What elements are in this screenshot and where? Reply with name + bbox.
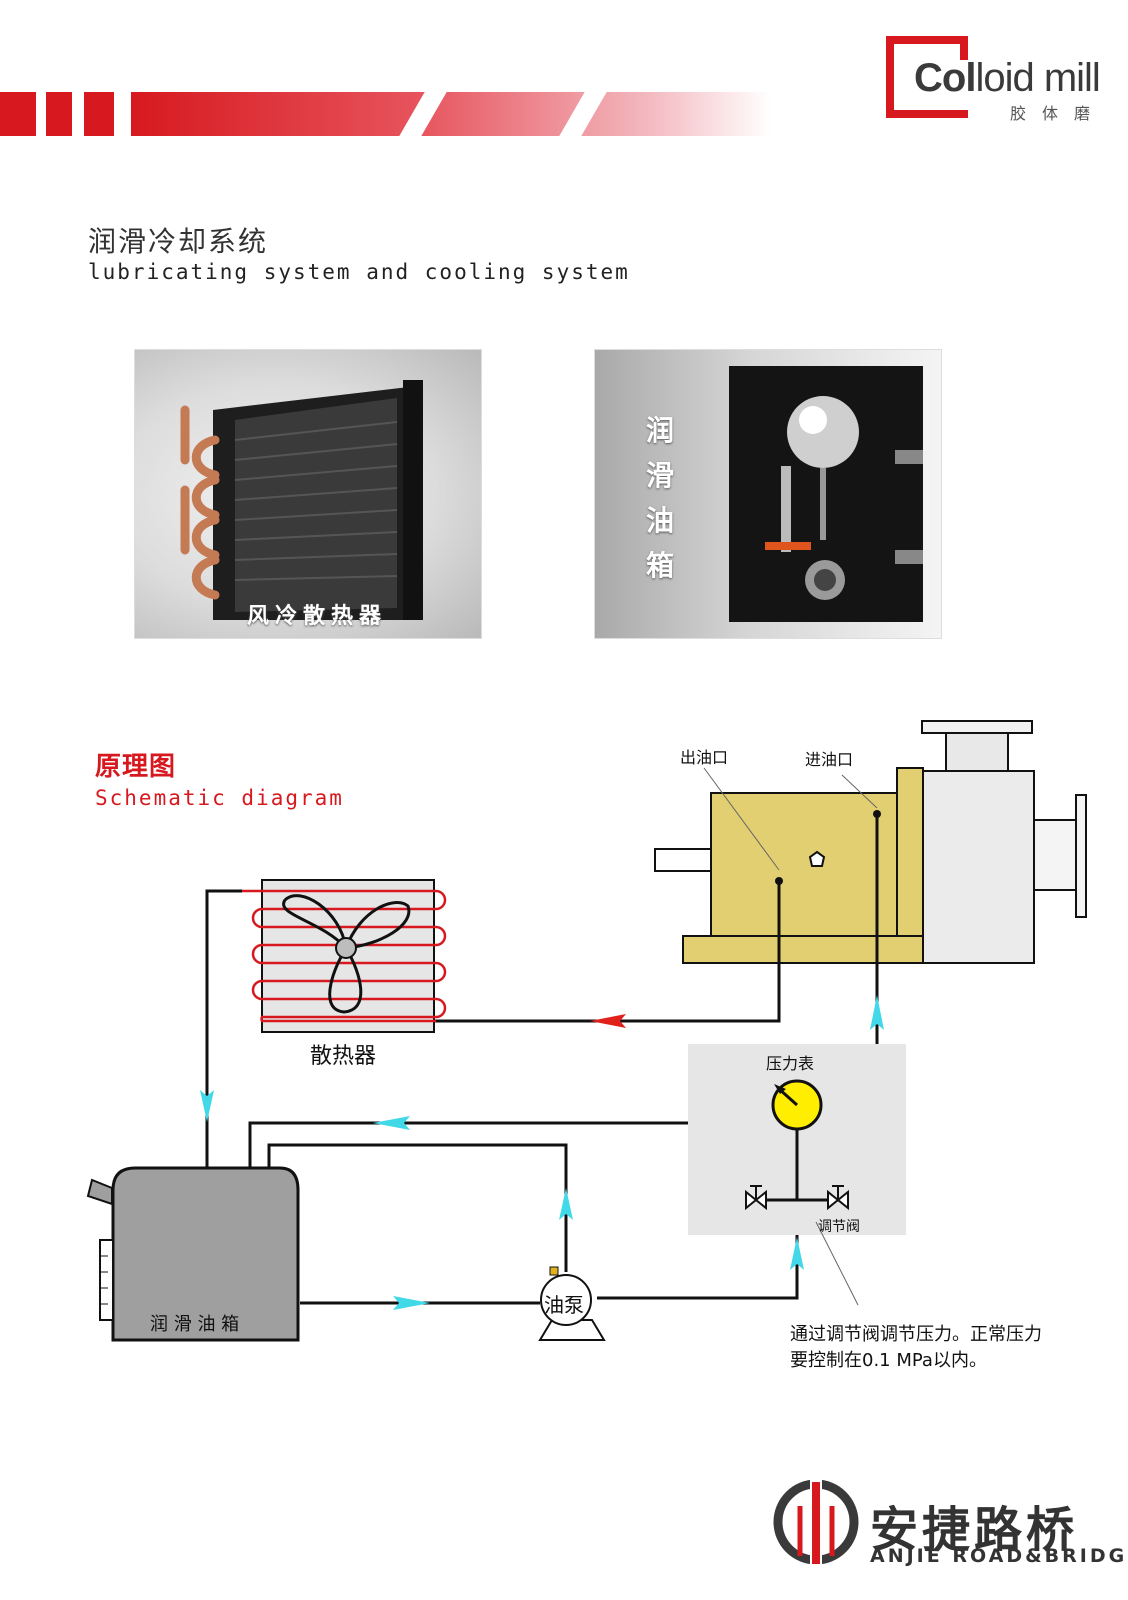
brand-name-en: ANJIE ROAD&BRIDGE — [870, 1545, 1128, 1567]
radiator-label: 散热器 — [310, 1044, 377, 1069]
arrow-cyan — [373, 1116, 410, 1130]
oil-inlet-label: 进油口 — [805, 750, 854, 769]
oil-tank-symbol — [86, 1166, 300, 1342]
oil-tank-photo: 润滑油箱 — [594, 349, 942, 639]
oil-pump-symbol — [538, 1266, 606, 1341]
header-bar-block-2 — [46, 92, 72, 136]
arrow-red — [590, 1014, 626, 1028]
section-title-cn: 润滑冷却系统 — [88, 225, 269, 258]
header-bar-block-1 — [0, 92, 36, 136]
header-gradient-bar — [131, 92, 771, 136]
oil-tank-illustration — [729, 366, 923, 622]
arrow-cyan — [559, 1188, 573, 1220]
arrow-cyan — [200, 1090, 214, 1122]
pressure-gauge-panel — [688, 1044, 906, 1235]
radiator-photo: 风冷散热器 — [134, 349, 482, 639]
anjie-logo-icon — [773, 1478, 859, 1566]
radiator-symbol — [242, 879, 447, 1033]
section-title-en: lubricating system and cooling system — [88, 260, 630, 284]
schematic-title-en: Schematic diagram — [95, 786, 344, 810]
radiator-caption: 风冷散热器 — [246, 604, 387, 629]
colloid-mill-body — [654, 720, 1087, 964]
valve-label: 调节阀 — [818, 1219, 860, 1235]
pressure-note-line1: 通过调节阀调节压力。正常压力 — [790, 1324, 1042, 1345]
brand-name-cn: 安捷路桥 — [870, 1502, 1079, 1558]
schematic-title-cn: 原理图 — [95, 752, 177, 782]
oil-tank-caption: 润滑油箱 — [645, 414, 674, 582]
oil-outlet-label: 出油口 — [680, 748, 729, 767]
logo-text-rest: loid mill — [975, 56, 1100, 100]
arrow-cyan — [790, 1237, 804, 1270]
flow-arrows — [200, 995, 884, 1310]
arrow-cyan — [870, 995, 884, 1030]
logo-frame — [886, 36, 968, 118]
radiator-illustration — [180, 380, 423, 620]
logo-text-bold: Col — [914, 56, 976, 100]
oil-tank-label: 润 滑 油 箱 — [150, 1314, 240, 1335]
oil-pump-label: 油泵 — [544, 1293, 584, 1317]
pressure-note: 通过调节阀调节压力。正常压力 要控制在0.1 MPa以内。 — [790, 1322, 1042, 1374]
arrow-cyan — [393, 1296, 430, 1310]
logo-subtitle-cn: 胶体磨 — [1010, 104, 1107, 123]
pressure-gauge-label: 压力表 — [766, 1054, 815, 1073]
pressure-note-line2: 要控制在0.1 MPa以内。 — [790, 1350, 987, 1371]
logo-text: Colloid mill — [914, 56, 1101, 101]
header-bar-block-3 — [84, 92, 114, 136]
